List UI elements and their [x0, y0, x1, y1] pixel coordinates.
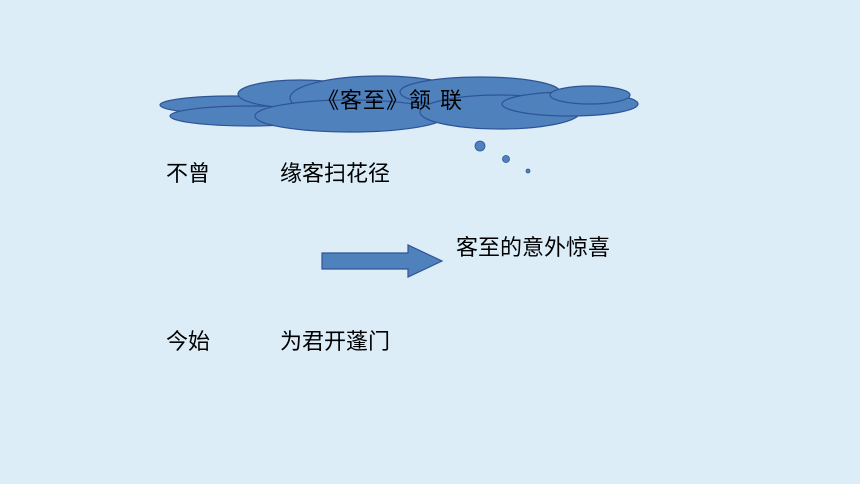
- line2-right-text: 为君开蓬门: [280, 330, 391, 355]
- line2-left-text: 今始: [166, 330, 211, 355]
- cloud-title: 《客至》颔 联: [317, 89, 463, 114]
- line1-right-text: 缘客扫花径: [280, 162, 391, 187]
- cloud-bubble-medium: [502, 155, 510, 163]
- line1-left-text: 不曾: [166, 162, 211, 187]
- cloud-callout-shape: [159, 75, 639, 174]
- cloud-bubble-small: [525, 168, 531, 174]
- right-arrow-icon: [321, 244, 444, 278]
- result-text: 客至的意外惊喜: [456, 236, 611, 261]
- cloud-bubble-large: [474, 140, 486, 152]
